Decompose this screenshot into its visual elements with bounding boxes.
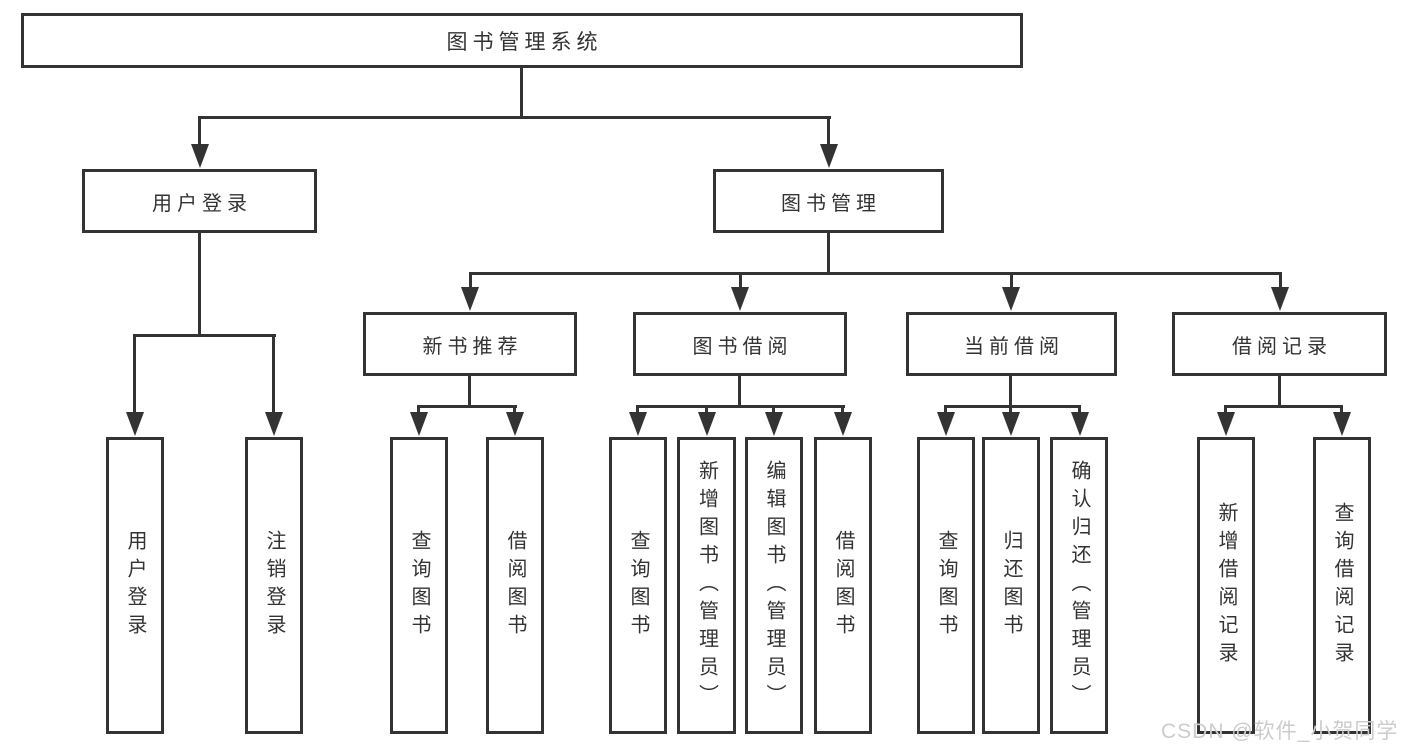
node-new-book-recommend-label: 新书推荐: [422, 335, 523, 358]
connector-vline: [1279, 272, 1282, 296]
node-user-login: 用户登录: [82, 169, 317, 233]
connector-hline: [417, 405, 517, 408]
connector-vline: [1010, 272, 1013, 296]
connector-vline: [133, 334, 136, 420]
connector-vline: [198, 116, 201, 150]
leaf-label: 查询借阅记录: [1331, 501, 1353, 670]
arrow-down: [834, 412, 852, 436]
connector-vline: [827, 116, 830, 150]
connector-hline: [944, 405, 1081, 408]
leaf-label: 查询图书: [935, 529, 957, 642]
leaf-label: 编辑图书（管理员）: [763, 459, 785, 712]
arrow-down: [410, 412, 428, 436]
leaf-label: 查询图书: [627, 529, 649, 642]
leaf-label: 借阅图书: [504, 529, 526, 642]
leaf-label: 查询图书: [408, 529, 430, 642]
connector-hline: [133, 334, 276, 337]
connector-vline: [272, 334, 275, 420]
leaf-borrow-books: 借阅图书: [814, 437, 872, 734]
connector-vline: [738, 376, 741, 408]
leaf-label: 注销登录: [263, 529, 285, 642]
node-borrow-records: 借阅记录: [1172, 312, 1387, 376]
leaf-label: 新增图书（管理员）: [695, 459, 718, 712]
leaf-confirm-return-admin: 确认归还（管理员）: [1050, 437, 1108, 734]
leaf-label: 新增借阅记录: [1215, 501, 1237, 670]
arrow-down: [265, 412, 283, 436]
leaf-query-books-current: 查询图书: [917, 437, 975, 734]
leaf-label: 确认归还（管理员）: [1068, 459, 1090, 712]
node-book-management-label: 图书管理: [781, 192, 881, 215]
connector-vline: [1278, 376, 1281, 408]
connector-hline: [1224, 405, 1343, 408]
node-current-borrow: 当前借阅: [906, 312, 1117, 376]
arrow-down: [1071, 412, 1089, 436]
node-borrow-records-label: 借阅记录: [1232, 335, 1332, 358]
node-book-borrow: 图书借阅: [633, 312, 847, 376]
arrow-down: [461, 287, 479, 311]
leaf-add-borrow-record: 新增借阅记录: [1197, 437, 1255, 734]
leaf-label: 用户登录: [124, 529, 146, 642]
connector-vline: [469, 272, 472, 296]
leaf-edit-books-admin: 编辑图书（管理员）: [745, 437, 803, 734]
leaf-label: 借阅图书: [832, 529, 854, 642]
arrow-down: [1002, 412, 1020, 436]
arrow-down: [506, 412, 524, 436]
connector-vline: [198, 233, 201, 337]
arrow-down: [1217, 412, 1235, 436]
connector-hline: [198, 116, 831, 119]
connector-hline: [469, 272, 1282, 275]
leaf-return-books: 归还图书: [982, 437, 1040, 734]
arrow-down: [1271, 287, 1289, 311]
csdn-watermark: CSDN @软件_小贺同学: [1161, 720, 1399, 743]
arrow-down: [765, 412, 783, 436]
arrow-down: [698, 412, 716, 436]
node-root-label: 图书管理系统: [446, 30, 603, 54]
arrow-down: [1002, 287, 1020, 311]
leaf-query-books-borrow: 查询图书: [609, 437, 667, 734]
connector-vline: [827, 233, 830, 275]
arrow-down: [937, 412, 955, 436]
arrow-down: [820, 144, 838, 168]
leaf-query-borrow-record: 查询借阅记录: [1313, 437, 1371, 734]
leaf-borrow-books-recommend: 借阅图书: [486, 437, 544, 734]
leaf-user-login: 用户登录: [106, 437, 164, 734]
connector-vline: [520, 68, 523, 119]
leaf-add-books-admin: 新增图书（管理员）: [677, 437, 736, 734]
arrow-down: [629, 412, 647, 436]
connector-vline: [739, 272, 742, 296]
leaf-label: 归还图书: [1000, 529, 1022, 642]
arrow-down: [126, 412, 144, 436]
node-new-book-recommend: 新书推荐: [363, 312, 577, 376]
connector-vline: [1009, 376, 1012, 408]
node-root: 图书管理系统: [21, 13, 1023, 68]
arrow-down: [1333, 412, 1351, 436]
leaf-logout: 注销登录: [245, 437, 303, 734]
leaf-query-books-recommend: 查询图书: [390, 437, 448, 734]
arrow-down: [191, 144, 209, 168]
connector-vline: [468, 376, 471, 408]
node-book-management: 图书管理: [713, 169, 944, 233]
node-book-borrow-label: 图书借阅: [692, 335, 793, 358]
arrow-down: [731, 287, 749, 311]
node-current-borrow-label: 当前借阅: [964, 335, 1064, 358]
node-user-login-label: 用户登录: [152, 192, 252, 215]
connector-hline: [636, 405, 845, 408]
